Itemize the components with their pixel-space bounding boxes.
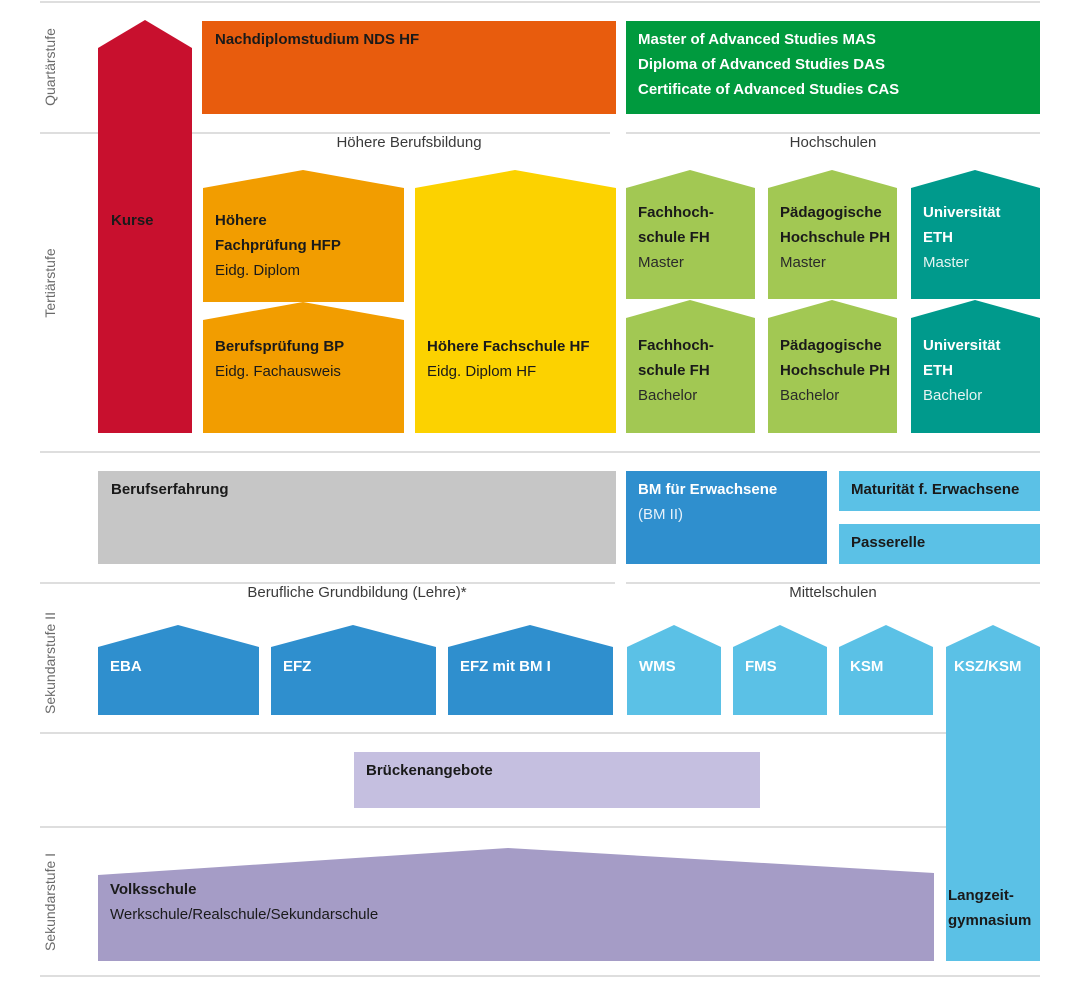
maturitaet-title: Maturität f. Erwachsene [851,481,1020,498]
hfp-title: Höhere Fachprüfung HFP [215,212,341,254]
ksm-block [839,625,933,715]
efz-title: EFZ [283,658,312,675]
langzeit-text: Langzeit- gymnasium [948,883,1031,933]
kurse-block [98,20,192,433]
section-label-berufliche-grundbildung: Berufliche Grundbildung (Lehre)* [247,584,467,601]
eth-bachelor-title: Universität ETH [923,337,1001,379]
bm-erwachsene-block [626,471,827,564]
volksschule-sub: Werkschule/Realschule/Sekundarschule [110,906,379,923]
ph-master-sub: Master [780,254,826,271]
volksschule-block [98,848,934,961]
eth-bachelor-text: Universität ETH Bachelor [923,333,1001,408]
eth-master-text: Universität ETH Master [923,200,1001,275]
section-label-mittelschulen: Mittelschulen [789,584,877,601]
eth-master-sub: Master [923,254,969,271]
ph-bachelor-block [768,300,897,433]
ph-master-block [768,170,897,299]
section-label-hochschulen: Hochschulen [789,134,877,151]
fh-master-block [626,170,755,299]
fh-master-sub: Master [638,254,684,271]
passerelle-block [839,524,1040,564]
efz-bm-text: EFZ mit BM I [460,654,551,679]
maturitaet-text: Maturität f. Erwachsene [851,477,1019,502]
eth-master-title: Universität ETH [923,204,1001,246]
nds-title: Nachdiplomstudium NDS HF [215,31,420,48]
wms-text: WMS [639,654,676,679]
mas-title: Master of Advanced Studies MAS Diploma o… [638,31,900,98]
brueckenangebote-block [354,752,760,808]
level-label-tertiaer: Tertiärstufe [42,248,58,318]
hf-title: Höhere Fachschule HF [427,338,590,355]
bm-erwachsene-sub: (BM II) [638,506,683,523]
wms-title: WMS [639,658,676,675]
section-label-hoehere-berufsbildung: Höhere Berufsbildung [336,134,482,151]
ksm-text: KSM [850,654,883,679]
efz-bm-block [448,625,613,715]
fms-text: FMS [745,654,777,679]
fms-title: FMS [745,658,777,675]
level-label-sek1: Sekundarstufe I [42,852,58,952]
ph-bachelor-sub: Bachelor [780,387,840,404]
brueckenangebote-text: Brückenangebote [366,758,493,783]
ksz-title: KSZ/KSM [954,658,1022,675]
ksm-title: KSM [850,658,884,675]
fh-bachelor-block [626,300,755,433]
ph-master-text: Pädagogische Hochschule PH Master [780,200,890,275]
bp-title: Berufsprüfung BP [215,338,345,355]
hfp-block [203,170,404,302]
efz-text: EFZ [283,654,311,679]
efz-bm-title: EFZ mit BM I [460,658,551,675]
nds-text: Nachdiplomstudium NDS HF [215,27,419,52]
kurse-text: Kurse [111,208,154,233]
berufserfahrung-block [98,471,616,564]
hf-sub: Eidg. Diplom HF [427,363,537,380]
langzeit-title: Langzeit- gymnasium [948,887,1032,929]
hfp-text: Höhere Fachprüfung HFP Eidg. Diplom [215,208,341,283]
mas-text: Master of Advanced Studies MAS Diploma o… [638,27,899,102]
efz-block [271,625,436,715]
berufserfahrung-text: Berufserfahrung [111,477,229,502]
fh-bachelor-sub: Bachelor [638,387,698,404]
level-label-quartaer: Quartärstufe [42,28,58,106]
eba-text: EBA [110,654,142,679]
eth-bachelor-block [911,300,1040,433]
ph-bachelor-text: Pädagogische Hochschule PH Bachelor [780,333,890,408]
fh-bachelor-title: Fachhoch- schule FH [638,337,714,379]
volksschule-text: Volksschule Werkschule/Realschule/Sekund… [110,877,378,927]
bp-text: Berufsprüfung BP Eidg. Fachausweis [215,334,344,384]
ph-bachelor-title: Pädagogische Hochschule PH [780,337,891,379]
level-label-sek2: Sekundarstufe II [42,612,58,714]
maturitaet-block [839,471,1040,511]
eba-block [98,625,259,715]
hfp-sub: Eidg. Diplom [215,262,301,279]
kurse-title: Kurse [111,212,154,229]
bm-erwachsene-text: BM für Erwachsene (BM II) [638,477,777,527]
mas-block [626,21,1040,114]
volksschule-title: Volksschule [110,881,197,898]
hf-block [415,170,616,433]
hf-text: Höhere Fachschule HF Eidg. Diplom HF [427,334,590,384]
ph-master-title: Pädagogische Hochschule PH [780,204,891,246]
passerelle-text: Passerelle [851,530,925,555]
eba-title: EBA [110,658,142,675]
wms-block [627,625,721,715]
fh-master-text: Fachhoch- schule FH Master [638,200,714,275]
fms-block [733,625,827,715]
berufserfahrung-title: Berufserfahrung [111,481,229,498]
nds-block [202,21,616,114]
bm-erwachsene-title: BM für Erwachsene [638,481,778,498]
ksz-langzeit-block [946,625,1040,961]
eth-bachelor-sub: Bachelor [923,387,983,404]
fh-master-title: Fachhoch- schule FH [638,204,714,246]
bp-block [203,302,404,433]
passerelle-title: Passerelle [851,534,926,551]
ksz-text: KSZ/KSM [954,654,1022,679]
bp-sub: Eidg. Fachausweis [215,363,341,380]
brueckenangebote-title: Brückenangebote [366,762,493,779]
eth-master-block [911,170,1040,299]
fh-bachelor-text: Fachhoch- schule FH Bachelor [638,333,714,408]
